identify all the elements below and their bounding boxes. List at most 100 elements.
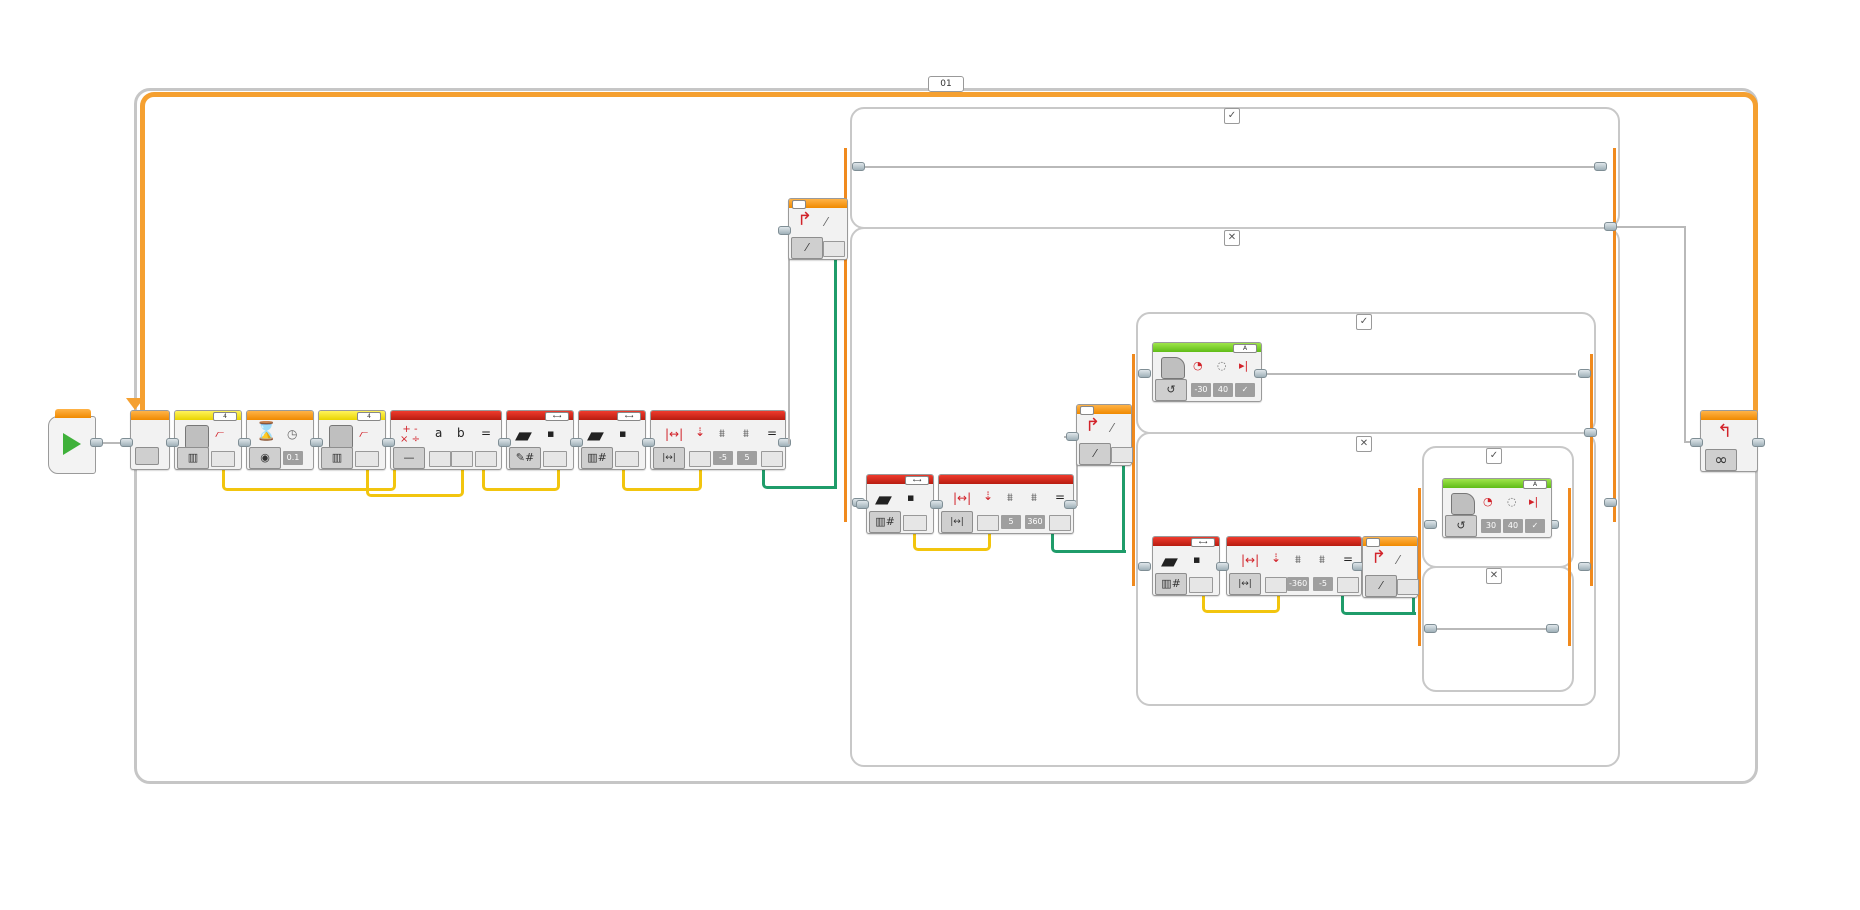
sequence-plug[interactable] [1066,432,1079,441]
play-icon[interactable] [63,433,81,455]
range-block[interactable]: |↔| ⇣ ⩩ ⩩ = |↔| 5 360 [938,474,1074,534]
range-mode[interactable]: |↔| [1229,573,1261,595]
motor-mode[interactable]: ↺ [1155,379,1187,401]
loop-name-tab[interactable]: 01 [928,76,964,92]
range-upper-bound[interactable]: -5 [1313,577,1333,591]
motor-degrees[interactable]: 40 [1213,383,1233,397]
sequence-plug[interactable] [930,500,943,509]
switch-inner-true-tab[interactable]: ✓ [1486,448,1502,464]
sequence-plug[interactable] [1424,520,1437,529]
range-upper-bound[interactable]: 5 [737,451,757,465]
start-block[interactable] [48,409,96,474]
start-out-plug[interactable] [90,438,103,447]
variable-read-block[interactable]: ⟷ ▰ ▪ ▥# [1152,536,1220,596]
color-sensor-block[interactable]: 4 ⦧ ▥ [174,410,242,470]
sequence-plug[interactable] [778,438,791,447]
range-output[interactable] [1049,515,1071,531]
range-output[interactable] [761,451,783,467]
sequence-plug[interactable] [238,438,251,447]
sequence-plug[interactable] [852,162,865,171]
motor-brake[interactable]: ✓ [1235,383,1255,397]
switch-mode[interactable]: ⁄ [1079,443,1111,465]
switch-mid-block[interactable]: ↱ ⁄ ⁄ [1076,404,1133,466]
range-lower-bound[interactable]: 5 [1001,515,1021,529]
loop-start-mode[interactable] [135,447,159,465]
loop-mode[interactable]: ∞ [1705,449,1737,471]
sequence-plug[interactable] [778,226,791,235]
sensor-mode[interactable]: ▥ [321,447,353,469]
switch-outer-block[interactable]: ↱ ⁄ ⁄ [788,198,848,260]
sequence-plug[interactable] [1546,624,1559,633]
sequence-plug[interactable] [1690,438,1703,447]
variable-mode[interactable]: ▥# [581,447,613,469]
variable-write-block[interactable]: ⟷ ▰ ▪ ✎# [506,410,574,470]
variable-value-output[interactable] [903,515,927,531]
sequence-plug[interactable] [1604,498,1617,507]
range-output[interactable] [1337,577,1359,593]
variable-read-block[interactable]: ⟷ ▰ ▪ ▥# [578,410,646,470]
motor-speed[interactable]: -30 [1191,383,1211,397]
sequence-plug[interactable] [166,438,179,447]
sequence-plug[interactable] [642,438,655,447]
range-block[interactable]: |↔| ⇣ ⩩ ⩩ = |↔| -5 5 [650,410,786,470]
range-mode[interactable]: |↔| [941,511,973,533]
loop-end-out-plug[interactable] [1752,438,1765,447]
variable-mode[interactable]: ▥# [1155,573,1187,595]
variable-value-output[interactable] [615,451,639,467]
range-test-value[interactable] [689,451,711,467]
switch-logic-input[interactable] [1111,447,1133,463]
variable-value-output[interactable] [1189,577,1213,593]
switch-mid-false-tab[interactable]: ✕ [1356,436,1372,452]
sequence-plug[interactable] [570,438,583,447]
math-block[interactable]: + -× ÷ a b = — [390,410,502,470]
sequence-plug[interactable] [382,438,395,447]
sequence-plug[interactable] [856,500,869,509]
range-test-value[interactable] [1265,577,1287,593]
variable-read-block[interactable]: ⟷ ▰ ▪ ▥# [866,474,934,534]
sequence-plug[interactable] [1424,624,1437,633]
loop-end-block[interactable]: ↰ ∞ [1700,410,1758,472]
output-socket[interactable] [355,451,379,467]
switch-mode[interactable]: ⁄ [1365,575,1397,597]
range-lower-bound[interactable]: -5 [713,451,733,465]
range-mode[interactable]: |↔| [653,447,685,469]
math-output[interactable] [475,451,497,467]
sequence-plug[interactable] [1138,369,1151,378]
output-socket[interactable] [211,451,235,467]
sequence-plug[interactable] [1254,369,1267,378]
motor-speed[interactable]: 30 [1481,519,1501,533]
range-block[interactable]: |↔| ⇣ ⩩ ⩩ = |↔| -360 -5 [1226,536,1362,596]
variable-mode[interactable]: ▥# [869,511,901,533]
math-input-b[interactable] [451,451,473,467]
sequence-plug[interactable] [310,438,323,447]
sequence-plug[interactable] [1578,562,1591,571]
sequence-plug[interactable] [1604,222,1617,231]
variable-value-input[interactable] [543,451,567,467]
switch-outer-false-tab[interactable]: ✕ [1224,230,1240,246]
sequence-plug[interactable] [1578,369,1591,378]
sequence-plug[interactable] [1584,428,1597,437]
sequence-plug[interactable] [1216,562,1229,571]
sequence-plug[interactable] [1138,562,1151,571]
switch-logic-input[interactable] [823,241,845,257]
motor-mode[interactable]: ↺ [1445,515,1477,537]
switch-inner-false-tab[interactable]: ✕ [1486,568,1502,584]
switch-mode[interactable]: ⁄ [791,237,823,259]
math-input-a[interactable] [429,451,451,467]
motor-degrees[interactable]: 40 [1503,519,1523,533]
range-upper-bound[interactable]: 360 [1025,515,1045,529]
switch-inner-block[interactable]: ↱ ⁄ ⁄ [1362,536,1419,598]
medium-motor-block[interactable]: A ◔ ◌ ▸| ↺ 30 40 ✓ [1442,478,1552,538]
sequence-plug[interactable] [498,438,511,447]
switch-logic-input[interactable] [1397,579,1419,595]
timer-mode[interactable]: ◉ [249,447,281,469]
math-mode[interactable]: — [393,447,425,469]
sequence-plug[interactable] [1594,162,1607,171]
variable-mode[interactable]: ✎# [509,447,541,469]
color-sensor-block[interactable]: 4 ⦧ ▥ [318,410,386,470]
motor-brake[interactable]: ✓ [1525,519,1545,533]
switch-outer-true-tab[interactable]: ✓ [1224,108,1240,124]
range-lower-bound[interactable]: -360 [1287,577,1310,591]
sequence-plug[interactable] [120,438,133,447]
switch-mid-true-tab[interactable]: ✓ [1356,314,1372,330]
